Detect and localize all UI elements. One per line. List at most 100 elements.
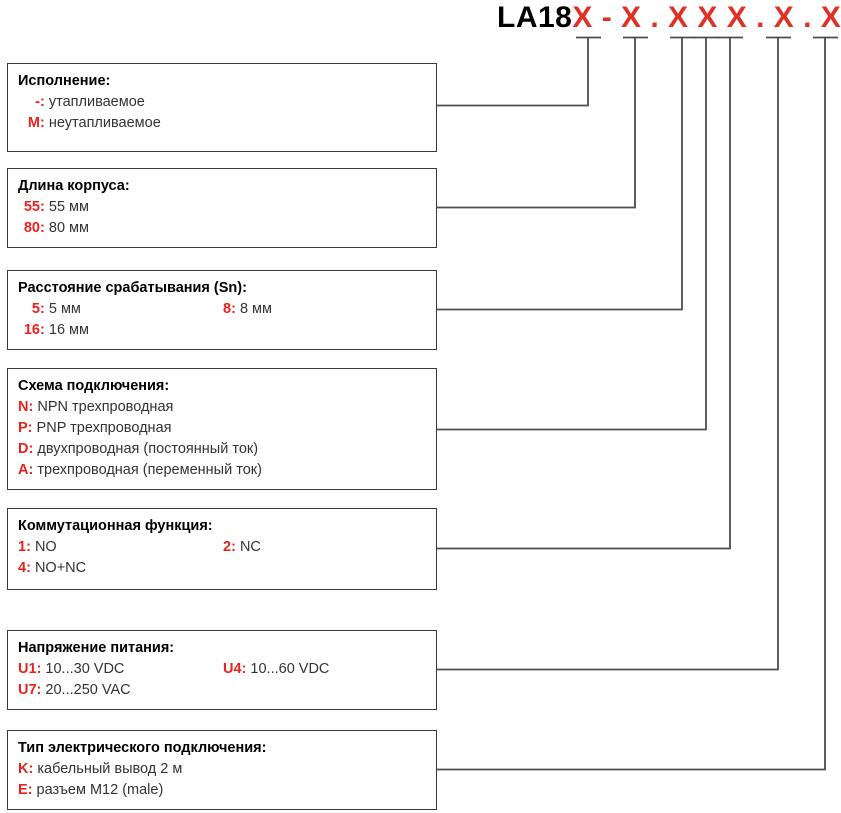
option-item: 80: 80 мм: [18, 218, 89, 239]
option-code: U7: [18, 682, 37, 698]
spec-box-title: Схема подключения:: [18, 378, 170, 394]
product-code-header: LA18X - X . X X X . X . X: [497, 1, 841, 35]
option-colon: :: [40, 220, 45, 236]
option-colon: :: [36, 682, 42, 698]
option-item: U4: 10...60 VDC: [223, 659, 329, 680]
option-code: U1: [18, 661, 37, 677]
option-item: 4: NO+NC: [18, 558, 86, 579]
spec-box-housing-length: Длина корпуса: 55: 55 мм 80: 80 мм: [7, 168, 437, 248]
option-row: 80: 80 мм: [18, 218, 436, 239]
option-colon: :: [28, 761, 34, 777]
option-colon: :: [40, 322, 45, 338]
option-colon: :: [28, 399, 34, 415]
option-desc: PNP трехпроводная: [36, 420, 172, 436]
option-row: M: неутапливаемое: [18, 113, 436, 134]
option-row: 5: 5 мм 8: 8 мм: [18, 299, 436, 320]
option-row: D: двухпроводная (постоянный ток): [18, 439, 436, 460]
spec-box-connection-scheme: Схема подключения: N: NPN трехпроводная …: [7, 368, 437, 490]
option-colon: :: [231, 301, 236, 317]
option-item: A: трехпроводная (переменный ток): [18, 460, 262, 481]
option-colon: :: [241, 661, 247, 677]
spec-box-title: Напряжение питания:: [18, 640, 175, 656]
option-code: D: [18, 441, 29, 457]
product-code-prefix: LA18: [497, 1, 573, 34]
option-desc: двухпроводная (постоянный ток): [37, 441, 259, 457]
option-item: 5: 5 мм: [18, 299, 81, 320]
option-code: K: [18, 761, 29, 777]
option-code: P: [18, 420, 28, 436]
option-desc: разъем M12 (male): [36, 782, 164, 798]
option-row: 55: 55 мм: [18, 197, 436, 218]
option-desc: 80 мм: [48, 220, 89, 236]
option-colon: :: [28, 462, 34, 478]
option-code: M: [27, 115, 40, 131]
option-code: 8: [223, 301, 232, 317]
connector-sensing-distance: [437, 38, 683, 311]
option-desc: трехпроводная (переменный ток): [37, 462, 262, 478]
connector-connection-scheme: [437, 38, 707, 431]
option-code: -: [35, 94, 40, 110]
spec-box-title: Расстояние срабатывания (Sn):: [18, 280, 247, 296]
spec-box-title: Исполнение:: [18, 73, 111, 89]
option-desc: 20...250 VAC: [45, 682, 131, 698]
option-desc: 10...30 VDC: [45, 661, 125, 677]
spec-box-title: Коммутационная функция:: [18, 518, 213, 534]
option-colon: :: [27, 420, 33, 436]
option-code: 80: [23, 220, 40, 236]
option-desc: неутапливаемое: [48, 115, 161, 131]
option-row: 16: 16 мм: [18, 320, 436, 341]
option-row: 4: NO+NC: [18, 558, 436, 579]
connector-housing-length: [437, 38, 636, 209]
option-item: N: NPN трехпроводная: [18, 397, 173, 418]
option-colon: :: [40, 199, 45, 215]
connector-switching-function: [437, 38, 731, 550]
option-code: A: [18, 462, 29, 478]
option-row: P: PNP трехпроводная: [18, 418, 436, 439]
option-item: P: PNP трехпроводная: [18, 418, 171, 439]
option-item: 2: NC: [223, 537, 261, 558]
option-desc: NC: [239, 539, 261, 555]
product-code-variables: X - X . X X X . X . X: [572, 1, 841, 34]
option-desc: 55 мм: [48, 199, 89, 215]
option-desc: NPN трехпроводная: [37, 399, 174, 415]
option-row: K: кабельный вывод 2 м: [18, 759, 436, 780]
option-item: -: утапливаемое: [18, 92, 145, 113]
option-code: 16: [23, 322, 40, 338]
option-row: 1: NO 2: NC: [18, 537, 436, 558]
option-code: 5: [31, 301, 40, 317]
spec-box-switching-function: Коммутационная функция: 1: NO 2: NC 4: N…: [7, 508, 437, 590]
spec-box-sensing-distance: Расстояние срабатывания (Sn): 5: 5 мм 8:…: [7, 270, 437, 350]
option-item: M: неутапливаемое: [18, 113, 161, 134]
option-item: 8: 8 мм: [223, 299, 272, 320]
spec-box-execution: Исполнение: -: утапливаемое M: неутаплив…: [7, 63, 437, 152]
spec-box-title: Тип электрического подключения:: [18, 740, 267, 756]
option-desc: утапливаемое: [48, 94, 145, 110]
option-desc: 10...60 VDC: [250, 661, 330, 677]
option-desc: NO+NC: [34, 560, 87, 576]
connector-supply-voltage: [437, 38, 779, 671]
option-code: U4: [223, 661, 242, 677]
option-row: A: трехпроводная (переменный ток): [18, 460, 436, 481]
option-code: 4: [18, 560, 27, 576]
option-colon: :: [27, 782, 33, 798]
option-colon: :: [36, 661, 42, 677]
option-colon: :: [26, 560, 31, 576]
option-item: D: двухпроводная (постоянный ток): [18, 439, 258, 460]
option-desc: 8 мм: [239, 301, 272, 317]
option-code: N: [18, 399, 29, 415]
option-item: K: кабельный вывод 2 м: [18, 759, 182, 780]
option-colon: :: [28, 441, 34, 457]
option-item: 55: 55 мм: [18, 197, 89, 218]
option-item: U7: 20...250 VAC: [18, 680, 131, 701]
option-row: U7: 20...250 VAC: [18, 680, 436, 701]
option-colon: :: [40, 115, 45, 131]
option-row: U1: 10...30 VDC U4: 10...60 VDC: [18, 659, 436, 680]
option-colon: :: [231, 539, 236, 555]
option-item: 1: NO: [18, 537, 57, 558]
option-colon: :: [26, 539, 31, 555]
connector-electrical-connection: [437, 38, 826, 771]
option-item: 16: 16 мм: [18, 320, 89, 341]
option-row: N: NPN трехпроводная: [18, 397, 436, 418]
option-item: E: разъем M12 (male): [18, 780, 163, 801]
option-row: E: разъем M12 (male): [18, 780, 436, 801]
